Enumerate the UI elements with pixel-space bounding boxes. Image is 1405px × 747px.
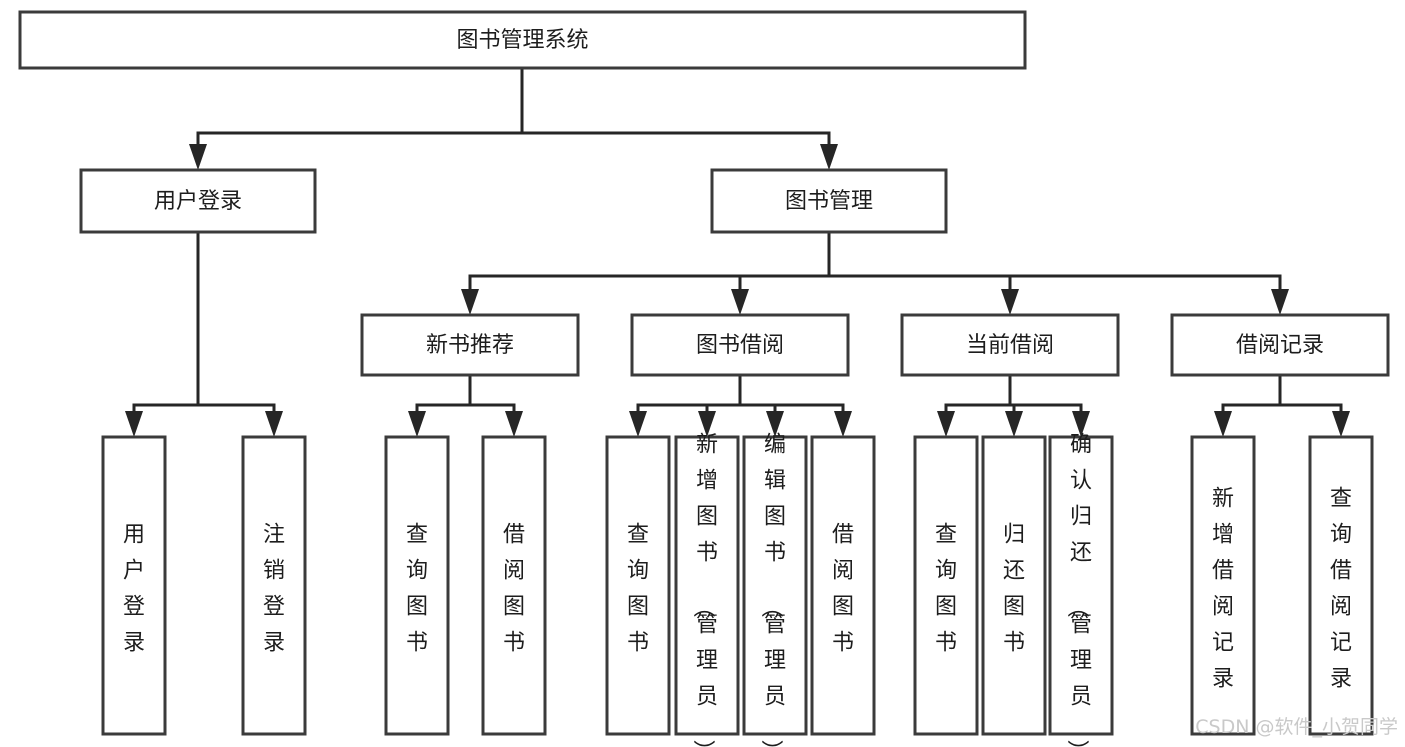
node-leaf-confirm-return[interactable]: 确认归还（管理员） <box>1048 433 1114 747</box>
connector-arrowhead <box>1214 411 1232 437</box>
connector-arrowhead <box>1072 411 1090 437</box>
node-leaf-add-book[interactable]: 新增图书（管理员） <box>674 433 740 747</box>
connector-group-current-borrow <box>937 373 1090 437</box>
node-box-leaf-add-book[interactable] <box>674 435 740 736</box>
node-box-leaf-query-record[interactable] <box>1308 435 1374 736</box>
node-box-root[interactable] <box>18 10 1027 70</box>
node-borrow-record[interactable]: 借阅记录 <box>1170 313 1390 377</box>
node-box-leaf-confirm-return[interactable] <box>1048 435 1114 736</box>
node-label-leaf-query-book-cur: 查询图书 <box>935 523 957 656</box>
connector-arrowhead <box>1332 411 1350 437</box>
connector-group-user-login <box>125 230 283 437</box>
node-label-leaf-confirm-return: 确认归还（管理员） <box>1064 433 1092 747</box>
connector-group-book-borrow <box>629 373 852 437</box>
node-label-leaf-edit-book: 编辑图书（管理员） <box>758 433 786 747</box>
node-leaf-logout[interactable]: 注销登录 <box>241 435 307 736</box>
node-user-login[interactable]: 用户登录 <box>79 168 317 234</box>
node-box-borrow-record[interactable] <box>1170 313 1390 377</box>
node-box-user-login[interactable] <box>79 168 317 234</box>
node-box-leaf-query-book-cur[interactable] <box>913 435 979 736</box>
node-new-book-rec[interactable]: 新书推荐 <box>360 313 580 377</box>
connector-arrowhead <box>125 411 143 437</box>
connector-group-new-book-rec <box>408 373 523 437</box>
connector-arrowhead <box>1271 289 1289 315</box>
node-box-new-book-rec[interactable] <box>360 313 580 377</box>
node-label-leaf-user-login: 用户登录 <box>123 523 145 656</box>
node-label-root: 图书管理系统 <box>456 28 588 53</box>
connector-arrowhead <box>629 411 647 437</box>
node-label-leaf-query-book-rec: 查询图书 <box>406 523 428 656</box>
connector-arrowhead <box>820 144 838 170</box>
node-leaf-borrow-book-rec[interactable]: 借阅图书 <box>481 435 547 736</box>
connector-arrowhead <box>1001 289 1019 315</box>
node-box-leaf-add-record[interactable] <box>1190 435 1256 736</box>
node-leaf-edit-book[interactable]: 编辑图书（管理员） <box>742 433 808 747</box>
node-label-leaf-add-record: 新增借阅记录 <box>1212 487 1234 692</box>
connector-arrowhead <box>265 411 283 437</box>
node-leaf-borrow-book[interactable]: 借阅图书 <box>810 435 876 736</box>
node-book-manage[interactable]: 图书管理 <box>710 168 948 234</box>
connector-group-book-manage <box>461 230 1289 315</box>
node-box-leaf-borrow-book[interactable] <box>810 435 876 736</box>
connector-arrowhead <box>834 411 852 437</box>
connector-arrowhead <box>189 144 207 170</box>
node-book-borrow[interactable]: 图书借阅 <box>630 313 850 377</box>
node-label-leaf-logout: 注销登录 <box>263 523 285 656</box>
node-box-leaf-query-book-rec[interactable] <box>384 435 450 736</box>
node-label-borrow-record: 借阅记录 <box>1236 333 1324 358</box>
node-box-leaf-return-book[interactable] <box>981 435 1047 736</box>
csdn-watermark: CSDN @软件_小贺同学 <box>1195 716 1398 738</box>
node-box-leaf-user-login[interactable] <box>101 435 167 736</box>
node-label-book-borrow: 图书借阅 <box>696 333 784 358</box>
node-box-leaf-logout[interactable] <box>241 435 307 736</box>
node-label-leaf-query-record: 查询借阅记录 <box>1330 487 1352 692</box>
node-box-leaf-edit-book[interactable] <box>742 435 808 736</box>
node-leaf-query-book-rec[interactable]: 查询图书 <box>384 435 450 736</box>
connector-group-borrow-record <box>1214 373 1350 437</box>
node-leaf-add-record[interactable]: 新增借阅记录 <box>1190 435 1256 736</box>
node-box-leaf-borrow-book-rec[interactable] <box>481 435 547 736</box>
nodes-layer: 图书管理系统用户登录图书管理新书推荐图书借阅当前借阅借阅记录用户登录注销登录查询… <box>18 10 1390 747</box>
connector-arrowhead <box>461 289 479 315</box>
node-leaf-query-record[interactable]: 查询借阅记录 <box>1308 435 1374 736</box>
connector-arrowhead <box>698 411 716 437</box>
node-label-leaf-borrow-book-rec: 借阅图书 <box>503 523 525 656</box>
node-label-current-borrow: 当前借阅 <box>966 333 1054 358</box>
node-label-new-book-rec: 新书推荐 <box>426 333 514 358</box>
connector-arrowhead <box>937 411 955 437</box>
node-label-leaf-return-book: 归还图书 <box>1003 523 1025 656</box>
node-leaf-query-book-cur[interactable]: 查询图书 <box>913 435 979 736</box>
node-box-book-manage[interactable] <box>710 168 948 234</box>
node-root[interactable]: 图书管理系统 <box>18 10 1027 70</box>
connector-arrowhead <box>1005 411 1023 437</box>
connectors-layer <box>125 66 1350 437</box>
connector-arrowhead <box>505 411 523 437</box>
node-label-leaf-query-book: 查询图书 <box>627 523 649 656</box>
node-leaf-query-book[interactable]: 查询图书 <box>605 435 671 736</box>
node-box-leaf-query-book[interactable] <box>605 435 671 736</box>
node-label-book-manage: 图书管理 <box>785 189 873 214</box>
connector-group-root <box>189 66 838 170</box>
connector-arrowhead <box>408 411 426 437</box>
node-leaf-user-login[interactable]: 用户登录 <box>101 435 167 736</box>
node-leaf-return-book[interactable]: 归还图书 <box>981 435 1047 736</box>
node-current-borrow[interactable]: 当前借阅 <box>900 313 1120 377</box>
connector-arrowhead <box>731 289 749 315</box>
node-box-book-borrow[interactable] <box>630 313 850 377</box>
node-label-user-login: 用户登录 <box>154 189 242 214</box>
node-label-leaf-add-book: 新增图书（管理员） <box>690 433 718 747</box>
node-label-leaf-borrow-book: 借阅图书 <box>832 523 854 656</box>
node-box-current-borrow[interactable] <box>900 313 1120 377</box>
connector-arrowhead <box>766 411 784 437</box>
